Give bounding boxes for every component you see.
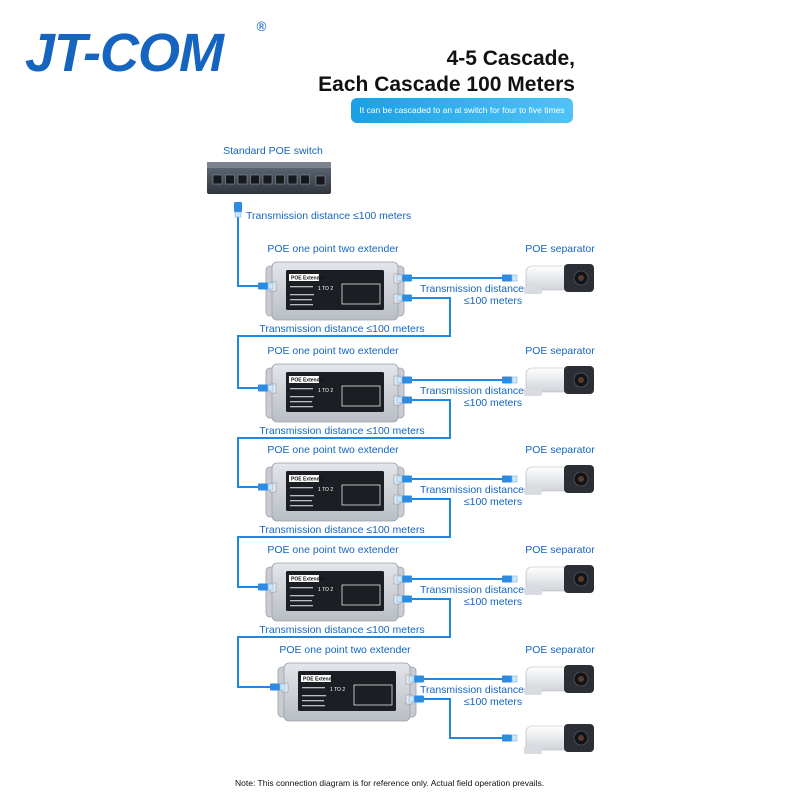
- extender-name: POE Extender: [303, 676, 336, 682]
- camera-connector-icon: [502, 376, 518, 384]
- title-line-2: Each Cascade 100 Meters: [318, 73, 575, 96]
- footer-note: Note: This connection diagram is for ref…: [235, 778, 545, 788]
- bullet-camera-icon: [524, 264, 594, 294]
- extender-input-connector-icon: [258, 282, 274, 290]
- poe-extender-icon: POE Extender 1 TO 2: [265, 363, 405, 423]
- cable-cascade: [237, 399, 451, 488]
- extender-name: POE Extender: [291, 476, 324, 482]
- top-distance-label: Transmission distance ≤100 meters: [246, 210, 411, 222]
- extender-output-connector-icon: [396, 595, 412, 603]
- cascade-info-pill: It can be cascaded to an at switch for f…: [351, 98, 573, 123]
- side-distance-line-1: Transmission distance: [420, 385, 524, 397]
- title-line-1: 4-5 Cascade,: [446, 47, 575, 70]
- side-distance-line-1: Transmission distance: [420, 584, 524, 596]
- camera-label: POE separator: [525, 345, 595, 357]
- cascade-distance-label: Transmission distance ≤100 meters: [259, 425, 424, 437]
- extender-output-connector-icon: [408, 695, 424, 703]
- extender-ratio: 1 TO 2: [318, 487, 333, 493]
- side-distance-line-2: ≤100 meters: [464, 295, 522, 307]
- extender-output-connector-icon: [396, 396, 412, 404]
- camera-connector-icon: [502, 575, 518, 583]
- camera-connector-icon: [502, 734, 518, 742]
- cable-cascade: [237, 297, 451, 389]
- extender-name: POE Extender: [291, 377, 324, 383]
- switch-label: Standard POE switch: [223, 145, 323, 157]
- registered-mark: ®: [255, 20, 268, 35]
- camera-connector-icon: [502, 475, 518, 483]
- switch-uplink-connector-icon: [234, 202, 242, 218]
- camera-connector-icon: [502, 274, 518, 282]
- side-distance-line-2: ≤100 meters: [464, 397, 522, 409]
- extender-ratio: 1 TO 2: [318, 587, 333, 593]
- extender-title: POE one point two extender: [267, 544, 399, 556]
- poe-switch-icon: [207, 162, 331, 194]
- extender-output-connector-icon: [396, 294, 412, 302]
- side-distance-line-2: ≤100 meters: [464, 596, 522, 608]
- poe-extender-icon: POE Extender 1 TO 2: [265, 261, 405, 321]
- extender-ratio: 1 TO 2: [318, 286, 333, 292]
- cable-layer: [237, 216, 505, 739]
- page-title: 4-5 Cascade, Each Cascade 100 Meters: [300, 46, 575, 98]
- poe-extender-icon: POE Extender 1 TO 2: [265, 562, 405, 622]
- cable-cascade: [237, 498, 451, 588]
- extender-title: POE one point two extender: [267, 243, 399, 255]
- cable-cascade: [237, 598, 451, 688]
- extender-output-connector-icon: [408, 675, 424, 683]
- extender-input-connector-icon: [258, 384, 274, 392]
- extender-ratio: 1 TO 2: [318, 388, 333, 394]
- extender-ratio: 1 TO 2: [330, 687, 345, 693]
- bullet-camera-icon: [524, 665, 594, 695]
- camera-label: POE separator: [525, 444, 595, 456]
- extender-title: POE one point two extender: [267, 444, 399, 456]
- camera-connector-icon: [502, 675, 518, 683]
- extender-output-connector-icon: [396, 495, 412, 503]
- extender-output-connector-icon: [396, 376, 412, 384]
- cascade-distance-label: Transmission distance ≤100 meters: [259, 624, 424, 636]
- poe-extender-icon: POE Extender 1 TO 2: [265, 462, 405, 522]
- extender-output-connector-icon: [396, 274, 412, 282]
- side-distance-line-1: Transmission distance: [420, 684, 524, 696]
- cascade-distance-label: Transmission distance ≤100 meters: [259, 323, 424, 335]
- side-distance-line-2: ≤100 meters: [464, 496, 522, 508]
- brand-logo: JT-COM: [25, 23, 224, 83]
- bullet-camera-icon: [524, 724, 594, 754]
- cascade-distance-label: Transmission distance ≤100 meters: [259, 524, 424, 536]
- camera-label: POE separator: [525, 243, 595, 255]
- extender-title: POE one point two extender: [279, 644, 411, 656]
- extender-name: POE Extender: [291, 576, 324, 582]
- bullet-camera-icon: [524, 565, 594, 595]
- bullet-camera-icon: [524, 465, 594, 495]
- extender-output-connector-icon: [396, 575, 412, 583]
- extender-title: POE one point two extender: [267, 345, 399, 357]
- cable-to-last-camera: [424, 698, 505, 739]
- side-distance-line-1: Transmission distance: [420, 283, 524, 295]
- side-distance-line-1: Transmission distance: [420, 484, 524, 496]
- extender-input-connector-icon: [258, 483, 274, 491]
- camera-label: POE separator: [525, 544, 595, 556]
- extender-input-connector-icon: [258, 583, 274, 591]
- extender-output-connector-icon: [396, 475, 412, 483]
- poe-extender-icon: POE Extender 1 TO 2: [277, 662, 417, 722]
- bullet-camera-icon: [524, 366, 594, 396]
- extender-name: POE Extender: [291, 275, 324, 281]
- extender-input-connector-icon: [270, 683, 286, 691]
- side-distance-line-2: ≤100 meters: [464, 696, 522, 708]
- camera-label: POE separator: [525, 644, 595, 656]
